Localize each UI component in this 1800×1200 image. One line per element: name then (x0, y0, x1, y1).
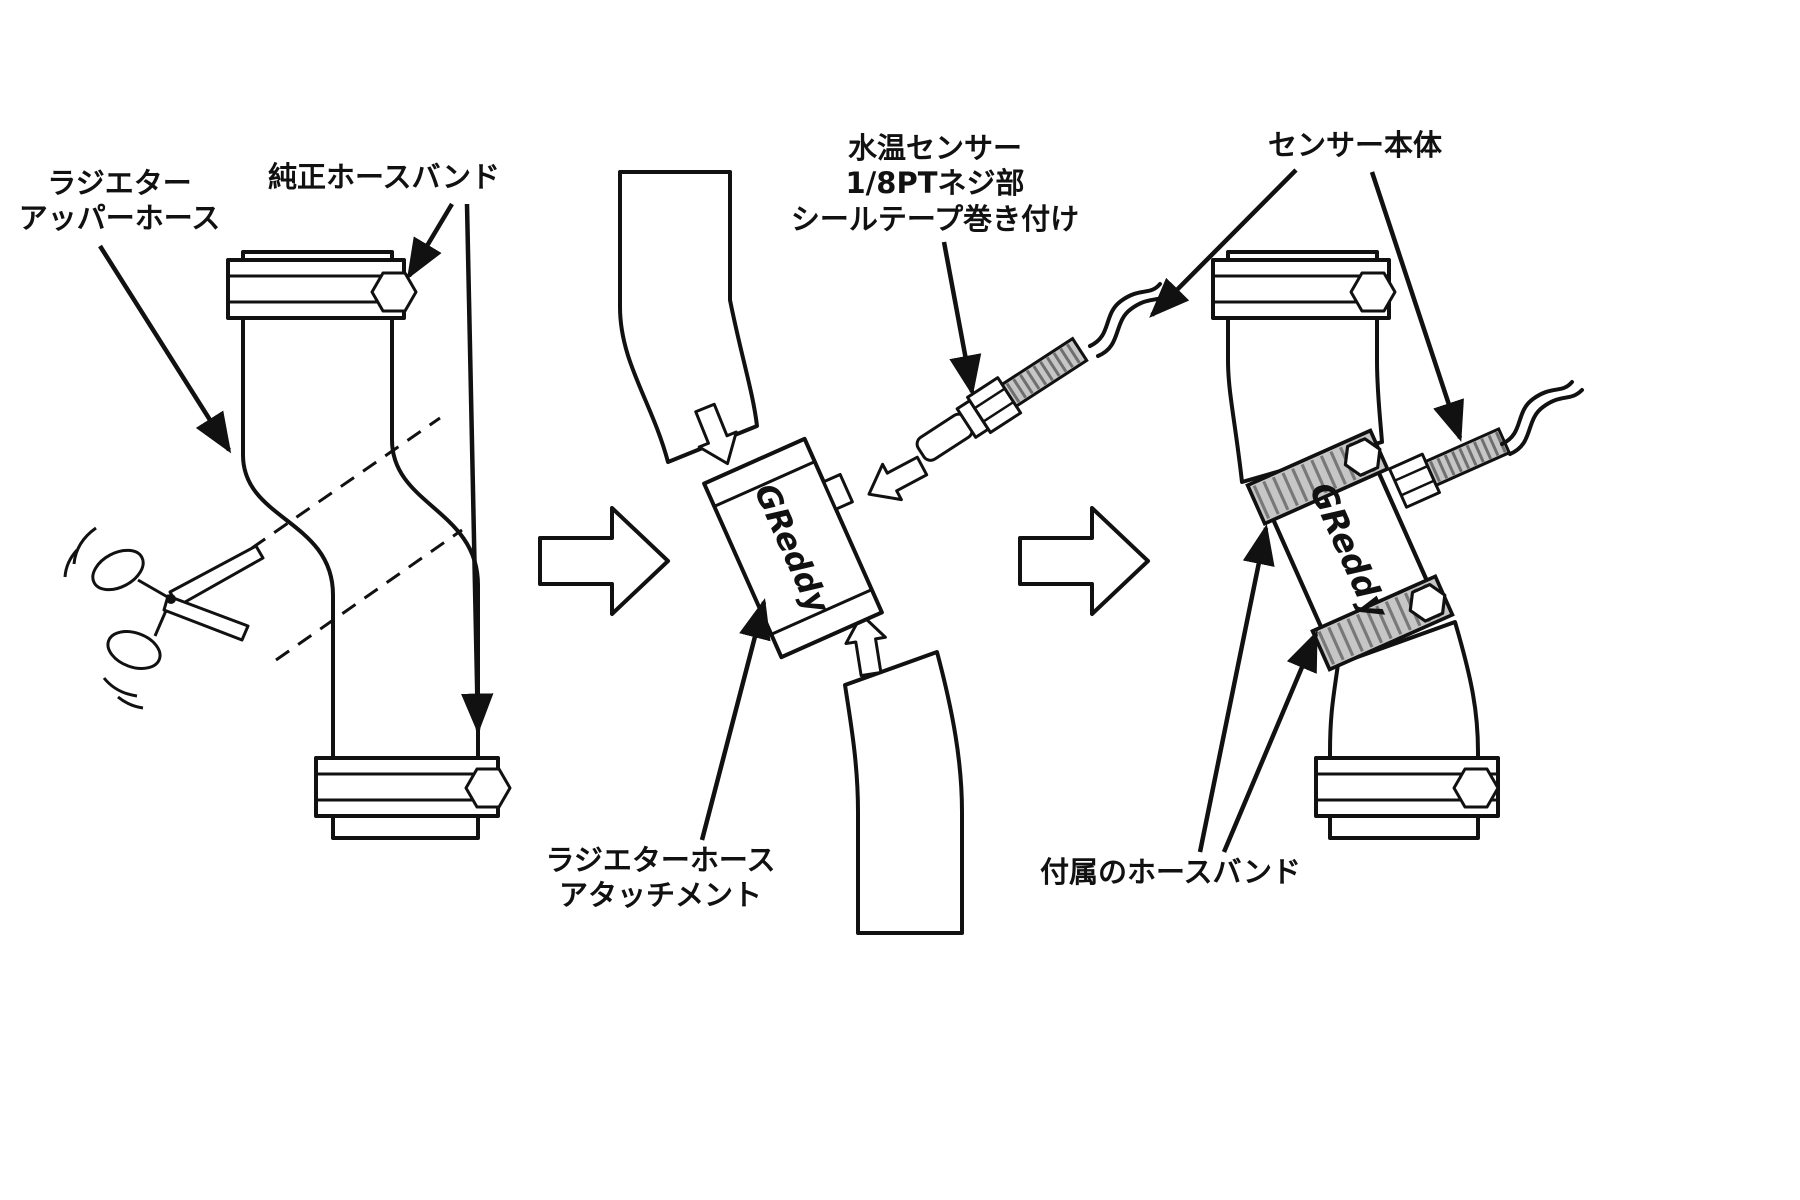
band-bolt-icon (1408, 583, 1447, 623)
water-temp-sensor-label-line3: シールテープ巻き付け (790, 201, 1080, 236)
pointer-stock-band-bottom (461, 203, 494, 735)
step3-assembled: GReddy (1149, 168, 1584, 853)
step-arrow-2 (1018, 506, 1150, 616)
pointer-water-temp-sensor (941, 241, 982, 396)
clamp-bolt-icon (370, 271, 418, 313)
pointer-included-band-top (1197, 524, 1275, 853)
scissors-icon (63, 526, 265, 710)
radiator-upper-hose-label-line1: ラジエター (47, 166, 192, 200)
step-arrow-1 (538, 506, 670, 616)
clamp-bolt-icon (464, 767, 512, 809)
pointer-sensor-body-right (1369, 171, 1464, 442)
sensor-wire (1088, 282, 1172, 358)
water-temp-sensor-label: 水温センサー 1/8PTネジ部 シールテープ巻き付け (775, 131, 1095, 237)
water-temp-sensor-installed (1387, 426, 1512, 509)
included-band-bottom (1310, 573, 1455, 672)
stock-clamp-top-right (1211, 258, 1397, 320)
pointer-attachment (699, 598, 771, 841)
water-temp-sensor (915, 336, 1089, 462)
sensor-thread (1423, 426, 1512, 488)
clamp-bolt-icon (1452, 767, 1500, 809)
band-bolt-icon (1343, 437, 1382, 477)
hose-attachment-installed: GReddy (1245, 428, 1455, 672)
radiator-upper-hose-label-line2: アッパーホース (18, 201, 221, 236)
stock-clamp-bottom (314, 756, 512, 818)
pointer-stock-band-top (406, 202, 454, 280)
stock-clamp-bottom-right (1314, 756, 1500, 818)
motion-lines (63, 526, 144, 710)
hose-attachment: GReddy (702, 436, 884, 660)
radiator-hose-attachment-label-line2: アタッチメント (558, 878, 762, 913)
stock-clamp-top (226, 258, 418, 320)
pointer-included-band-bottom (1221, 630, 1319, 853)
water-temp-sensor-label-line2: 1/8PTネジ部 (845, 166, 1025, 201)
insert-arrow-sensor (867, 455, 929, 502)
radiator-upper-hose-label: ラジエター アッパーホース (12, 166, 227, 237)
water-temp-sensor-label-line1: 水温センサー (847, 131, 1022, 165)
radiator-hose-attachment-label: ラジエターホース アタッチメント (538, 843, 783, 914)
lower-hose-cut-piece (843, 650, 964, 935)
upper-hose-cut-piece (618, 170, 759, 464)
radiator-upper-hose (241, 250, 480, 840)
insert-arrow-lower (844, 613, 887, 678)
sensor-body-label: センサー本体 (1268, 128, 1443, 162)
pointer-sensor-body-left (1149, 168, 1298, 318)
step2-install-attachment: GReddy (618, 170, 1172, 935)
clamp-bolt-icon (1349, 271, 1397, 313)
sensor-thread (1000, 336, 1089, 409)
included-hose-band-label: 付属のホースバンド (1040, 855, 1302, 889)
sensor-boss (822, 472, 854, 511)
radiator-hose-attachment-label-line1: ラジエターホース (545, 843, 776, 877)
step1-cut-stock-hose (63, 202, 512, 840)
pointer-upper-hose (98, 244, 232, 454)
stock-hose-band-label: 純正ホースバンド (268, 160, 501, 194)
cut-dashed-lines (251, 416, 463, 662)
sensor-wire-installed (1500, 380, 1584, 456)
included-band-top (1245, 428, 1390, 527)
insert-arrow-upper (694, 402, 738, 466)
